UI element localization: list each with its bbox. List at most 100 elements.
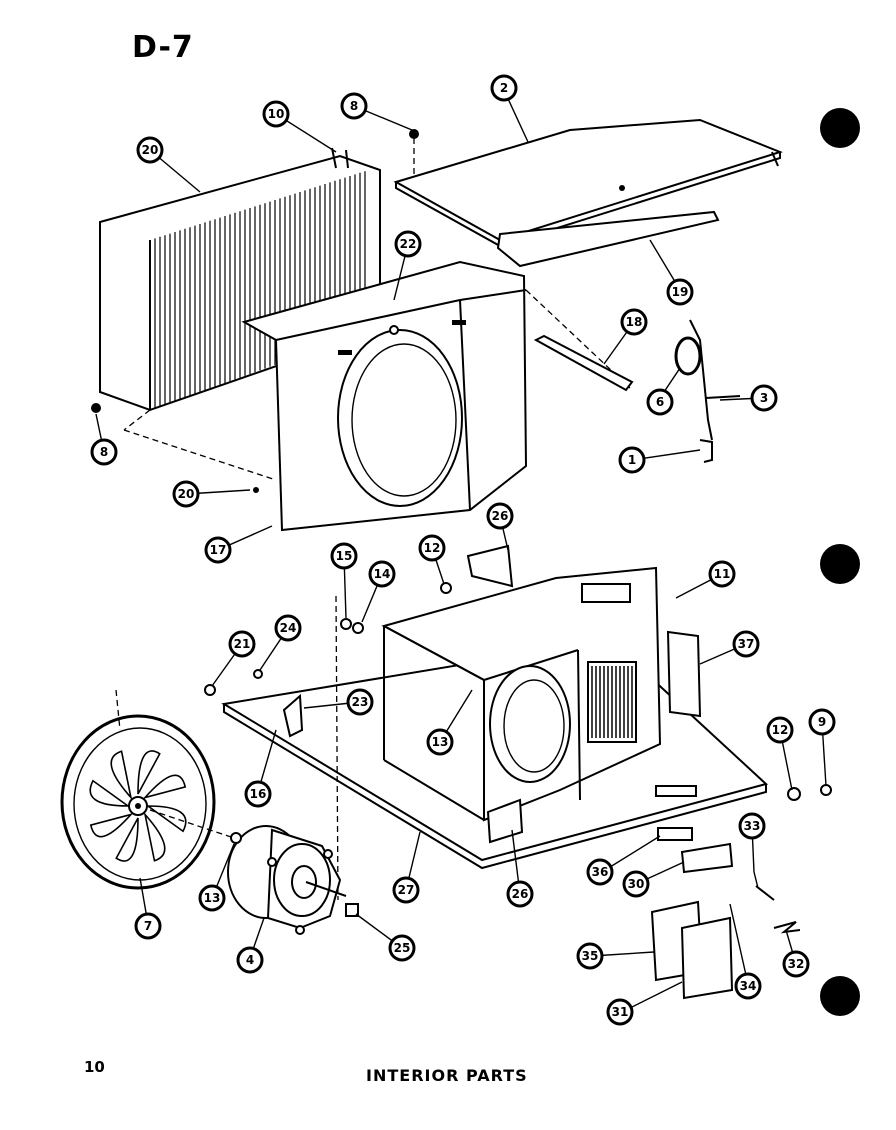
callout-label: 14 bbox=[374, 567, 391, 581]
page-number: 10 bbox=[84, 1058, 105, 1076]
callout-3: 3 bbox=[750, 384, 778, 412]
callout-label: 8 bbox=[350, 99, 358, 113]
fan-blade-vane bbox=[137, 750, 161, 795]
fan-blade-vane bbox=[110, 750, 133, 801]
callout-label: 26 bbox=[492, 509, 509, 523]
callout-12-right: 12 bbox=[766, 716, 794, 744]
callout-label: 11 bbox=[714, 567, 731, 581]
small-fasteners bbox=[91, 129, 832, 1000]
callout-31: 31 bbox=[606, 998, 634, 1026]
callout-label: 2 bbox=[500, 81, 508, 95]
callout-label: 10 bbox=[268, 107, 285, 121]
diagram-title: D-7 bbox=[132, 30, 194, 65]
callout-8-top: 8 bbox=[340, 92, 368, 120]
callout-label: 35 bbox=[582, 949, 599, 963]
callout-26-bottom: 26 bbox=[506, 880, 534, 908]
binder-hole-middle bbox=[820, 544, 860, 584]
fan-motor bbox=[227, 825, 347, 935]
fan-blade-vane bbox=[89, 813, 134, 838]
callout-27: 27 bbox=[392, 876, 420, 904]
callout-label: 17 bbox=[210, 543, 227, 557]
callout-label: 12 bbox=[772, 723, 789, 737]
callout-label: 24 bbox=[280, 621, 297, 635]
callout-22: 22 bbox=[394, 230, 422, 258]
callout-label: 1 bbox=[628, 453, 636, 467]
callout-14: 14 bbox=[368, 560, 396, 588]
callout-25: 25 bbox=[388, 934, 416, 962]
callout-5: 6 bbox=[646, 388, 674, 416]
callout-2: 2 bbox=[490, 74, 518, 102]
callout-18: 18 bbox=[620, 308, 648, 336]
thermostat-assembly bbox=[674, 319, 741, 463]
fan-blade-vane bbox=[145, 805, 187, 833]
callout-32: 32 bbox=[782, 950, 810, 978]
callout-10: 10 bbox=[262, 100, 290, 128]
evaporator-housing bbox=[381, 566, 662, 822]
callout-37: 37 bbox=[732, 630, 760, 658]
callout-label: 20 bbox=[178, 487, 195, 501]
callout-label: 7 bbox=[144, 919, 152, 933]
callout-label: 25 bbox=[394, 941, 411, 955]
bracket-rod bbox=[533, 334, 634, 392]
fan-blade-vane bbox=[143, 811, 166, 862]
callout-label: 20 bbox=[142, 143, 159, 157]
gasket-strip bbox=[496, 210, 720, 268]
binder-hole-top bbox=[820, 108, 860, 148]
callout-label: 30 bbox=[628, 877, 645, 891]
callout-4: 4 bbox=[236, 946, 264, 974]
callout-8-left: 8 bbox=[90, 438, 118, 466]
callout-12-top: 12 bbox=[418, 534, 446, 562]
page-caption: INTERIOR PARTS bbox=[366, 1066, 528, 1085]
fan-blade-vane bbox=[115, 817, 139, 862]
callout-label: 34 bbox=[740, 979, 757, 993]
callout-label: 27 bbox=[398, 883, 415, 897]
callout-label: 36 bbox=[592, 865, 609, 879]
callout-label: 12 bbox=[424, 541, 441, 555]
callout-34: 34 bbox=[734, 972, 762, 1000]
callout-label: 9 bbox=[818, 715, 826, 729]
condenser-shroud bbox=[241, 260, 631, 532]
fan-blade bbox=[60, 689, 241, 890]
callout-13-bottom: 13 bbox=[198, 884, 226, 912]
callout-36: 36 bbox=[586, 858, 614, 886]
callout-35: 35 bbox=[576, 942, 604, 970]
callout-24: 24 bbox=[274, 614, 302, 642]
callout-label: 32 bbox=[788, 957, 805, 971]
callout-6: 7 bbox=[134, 912, 162, 940]
callout-label: 19 bbox=[672, 285, 689, 299]
callout-label: 26 bbox=[512, 887, 529, 901]
callout-26-top: 26 bbox=[486, 502, 514, 530]
callout-label: 3 bbox=[760, 391, 768, 405]
fan-blade-vane bbox=[142, 774, 187, 799]
callout-7: 20 bbox=[136, 136, 164, 164]
callout-30: 30 bbox=[622, 870, 650, 898]
callout-13-mid: 13 bbox=[426, 728, 454, 756]
callout-label: 13 bbox=[432, 735, 449, 749]
callout-label: 31 bbox=[612, 1005, 629, 1019]
fan-blade-vane bbox=[89, 779, 131, 807]
callout-20: 20 bbox=[172, 480, 200, 508]
callout-17: 17 bbox=[204, 536, 232, 564]
callout-label: 15 bbox=[336, 549, 353, 563]
callout-label: 13 bbox=[204, 891, 221, 905]
callout-label: 23 bbox=[352, 695, 369, 709]
callout-label: 4 bbox=[246, 953, 254, 967]
callout-19: 19 bbox=[666, 278, 694, 306]
callout-9: 9 bbox=[808, 708, 836, 736]
callout-15: 15 bbox=[330, 542, 358, 570]
callout-label: 37 bbox=[738, 637, 755, 651]
callout-label: 6 bbox=[656, 395, 664, 409]
callout-label: 18 bbox=[626, 315, 643, 329]
callout-1: 1 bbox=[618, 446, 646, 474]
callout-label: 22 bbox=[400, 237, 417, 251]
callout-33: 33 bbox=[738, 812, 766, 840]
callout-label: 16 bbox=[250, 787, 267, 801]
callout-label: 33 bbox=[744, 819, 761, 833]
callout-label: 21 bbox=[234, 637, 251, 651]
callout-label: 8 bbox=[100, 445, 108, 459]
callout-21: 21 bbox=[228, 630, 256, 658]
callout-11: 11 bbox=[708, 560, 736, 588]
callout-16: 16 bbox=[244, 780, 272, 808]
